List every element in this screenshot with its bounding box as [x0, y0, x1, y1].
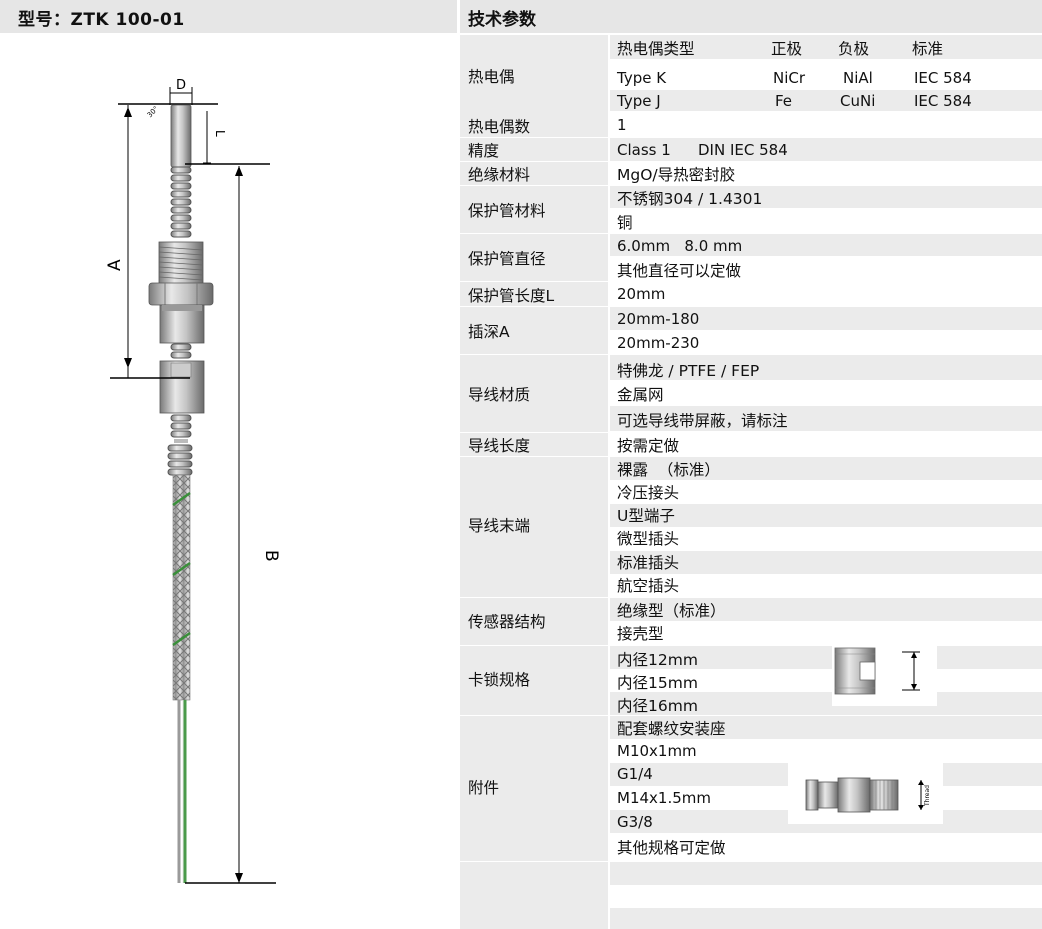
row-empty: [460, 862, 1042, 929]
fitting-image: Thread: [788, 762, 943, 824]
spec-title: 技术参数: [468, 10, 536, 30]
type-j-pos: Fe: [775, 92, 793, 110]
value-sheath-diameter-2: 其他直径可以定做: [617, 262, 742, 280]
value-clamp-3: 内径16mm: [617, 697, 698, 715]
dim-A-label: A: [105, 259, 125, 271]
value-lead-end-6: 航空插头: [617, 577, 680, 595]
value-lead-end-3: U型端子: [617, 507, 675, 525]
value-accessory-1: 配套螺纹安装座: [617, 720, 726, 738]
spec-header: 技术参数: [460, 0, 1042, 33]
row-thermocouple: 热电偶 热电偶类型 正极 负极 标准 Type K NiCr NiAl IEC …: [460, 35, 1042, 113]
label-thermocouple: 热电偶: [468, 68, 515, 86]
dim-L-label: L: [213, 130, 227, 137]
type-k-std: IEC 584: [914, 69, 972, 87]
value-lead-end-4: 微型插头: [617, 530, 680, 548]
value-lead-end-2: 冷压接头: [617, 484, 680, 502]
dim-B-label: B: [261, 550, 281, 562]
label-accuracy: 精度: [468, 142, 500, 160]
value-accuracy-class: Class 1: [617, 141, 671, 159]
label-sensor-structure: 传感器结构: [468, 613, 546, 631]
type-k-neg: NiAl: [843, 69, 873, 87]
row-clamp: 卡锁规格 内径12mm 内径15mm 内径16mm: [460, 626, 1042, 715]
thread-label: Thread: [924, 785, 931, 807]
value-insertion-2: 20mm-230: [617, 334, 700, 352]
row-accuracy: 精度 Class 1 DIN IEC 584: [460, 138, 1042, 161]
value-clamp-1: 内径12mm: [617, 651, 698, 669]
value-accessory-3: G1/4: [617, 765, 653, 783]
value-lead-end-1: 裸露 （标准）: [617, 461, 720, 479]
row-lead-length: 导线长度 按需定做: [460, 433, 1042, 456]
row-sheath-length: 保护管长度L 20mm: [460, 282, 1042, 306]
model-header: 型号：ZTK 100-01: [0, 0, 457, 33]
value-lead-material-3: 可选导线带屏蔽，请标注: [617, 412, 788, 430]
value-sheath-length: 20mm: [617, 285, 666, 303]
value-accessory-5: G3/8: [617, 813, 653, 831]
dim-D-label: D: [176, 78, 186, 93]
label-insulation: 绝缘材料: [468, 166, 531, 184]
label-lead-material: 导线材质: [468, 386, 531, 404]
type-k: Type K: [617, 69, 667, 87]
value-lead-material-2: 金属网: [617, 386, 664, 404]
row-count: 热电偶数 1: [460, 113, 1042, 137]
label-sheath-diameter: 保护管直径: [468, 250, 546, 268]
row-accessories: 附件 配套螺纹安装座 M10x1mm G1/4 M14x1.5mm G3/8 其…: [460, 716, 1042, 861]
label-sheath-material: 保护管材料: [468, 202, 546, 220]
value-accessory-6: 其他规格可定做: [617, 839, 726, 857]
value-lead-material-1: 特佛龙 / PTFE / FEP: [617, 362, 760, 380]
value-lead-end-5: 标准插头: [617, 554, 680, 572]
value-lead-length: 按需定做: [617, 437, 680, 455]
type-j-neg: CuNi: [840, 92, 876, 110]
row-sheath-material: 保护管材料 不锈钢304 / 1.4301 铜: [460, 186, 1042, 233]
value-sensor-structure-1: 绝缘型（标准）: [617, 602, 726, 620]
value-insertion-1: 20mm-180: [617, 310, 700, 328]
row-lead-material: 导线材质 特佛龙 / PTFE / FEP 金属网 可选导线带屏蔽，请标注: [460, 355, 1042, 432]
row-insulation: 绝缘材料 MgO/导热密封胶: [460, 162, 1042, 185]
thermocouple-drawing: D 30° L: [105, 78, 281, 884]
value-sheath-material-1: 不锈钢304 / 1.4301: [617, 190, 763, 208]
value-insulation: MgO/导热密封胶: [617, 166, 736, 184]
type-k-pos: NiCr: [773, 69, 806, 87]
label-sheath-length: 保护管长度L: [468, 287, 555, 305]
value-sensor-structure-2: 接壳型: [617, 625, 664, 643]
type-j: Type J: [617, 92, 661, 110]
angle-label: 30°: [146, 105, 160, 119]
row-lead-end: 导线末端 裸露 （标准） 冷压接头 U型端子 微型插头 标准插头 航空插头: [460, 457, 1042, 597]
label-lead-length: 导线长度: [468, 437, 531, 455]
header-positive: 正极: [771, 40, 803, 58]
clamp-image: [832, 626, 937, 706]
row-sensor-structure: 传感器结构 绝缘型（标准） 接壳型: [460, 598, 1042, 645]
value-accessory-4: M14x1.5mm: [617, 789, 711, 807]
type-j-std: IEC 584: [914, 92, 972, 110]
label-lead-end: 导线末端: [468, 517, 531, 535]
row-insertion: 插深A 20mm-180 20mm-230: [460, 307, 1042, 354]
value-count: 1: [617, 116, 627, 134]
value-sheath-diameter-1: 6.0mm 8.0 mm: [617, 237, 743, 255]
header-negative: 负极: [838, 40, 870, 58]
label-accessories: 附件: [468, 779, 500, 797]
label-clamp: 卡锁规格: [468, 671, 531, 689]
value-clamp-2: 内径15mm: [617, 674, 698, 692]
label-count: 热电偶数: [468, 118, 531, 136]
header-standard: 标准: [912, 40, 944, 58]
header-type: 热电偶类型: [617, 40, 695, 58]
model-title: 型号：ZTK 100-01: [18, 10, 185, 30]
label-insertion: 插深A: [468, 323, 510, 341]
value-accuracy-std: DIN IEC 584: [698, 141, 788, 159]
value-sheath-material-2: 铜: [617, 214, 633, 232]
value-accessory-2: M10x1mm: [617, 742, 697, 760]
row-sheath-diameter: 保护管直径 6.0mm 8.0 mm 其他直径可以定做: [460, 234, 1042, 281]
